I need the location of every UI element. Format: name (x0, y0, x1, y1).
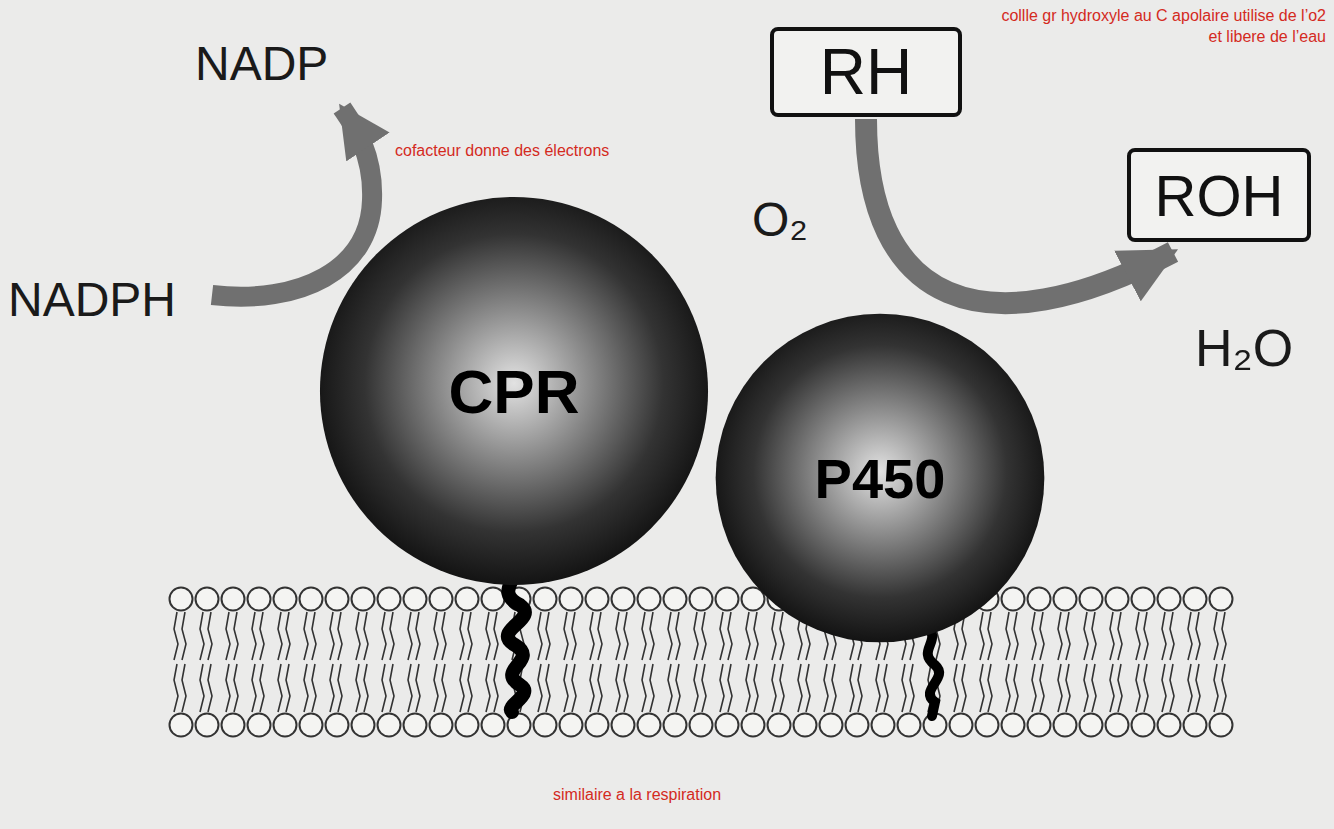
molecule-box: ROH (1127, 148, 1311, 242)
protein-sphere: CPR (318, 195, 710, 587)
molecule-label: NADP (195, 36, 328, 91)
node-label: ROH (1155, 162, 1284, 229)
node-label: RH (820, 35, 912, 109)
protein-sphere: P450 (712, 312, 1048, 644)
handwritten-note: cofacteur donne des électrons (395, 142, 609, 160)
handwritten-note: collle gr hydroxyle au C apolaire utilis… (1000, 6, 1326, 48)
molecule-label: H₂O (1195, 318, 1293, 378)
node-label: P450 (815, 446, 946, 511)
nadph-arrow (212, 108, 372, 297)
p450-anchor (925, 625, 939, 716)
node-label: CPR (449, 356, 580, 427)
molecule-box: RH (770, 27, 962, 117)
molecule-label: O₂ (752, 192, 808, 247)
handwritten-note: similaire a la respiration (553, 786, 721, 804)
lipid-bilayer (168, 584, 1234, 740)
molecule-label: NADPH (8, 272, 176, 327)
